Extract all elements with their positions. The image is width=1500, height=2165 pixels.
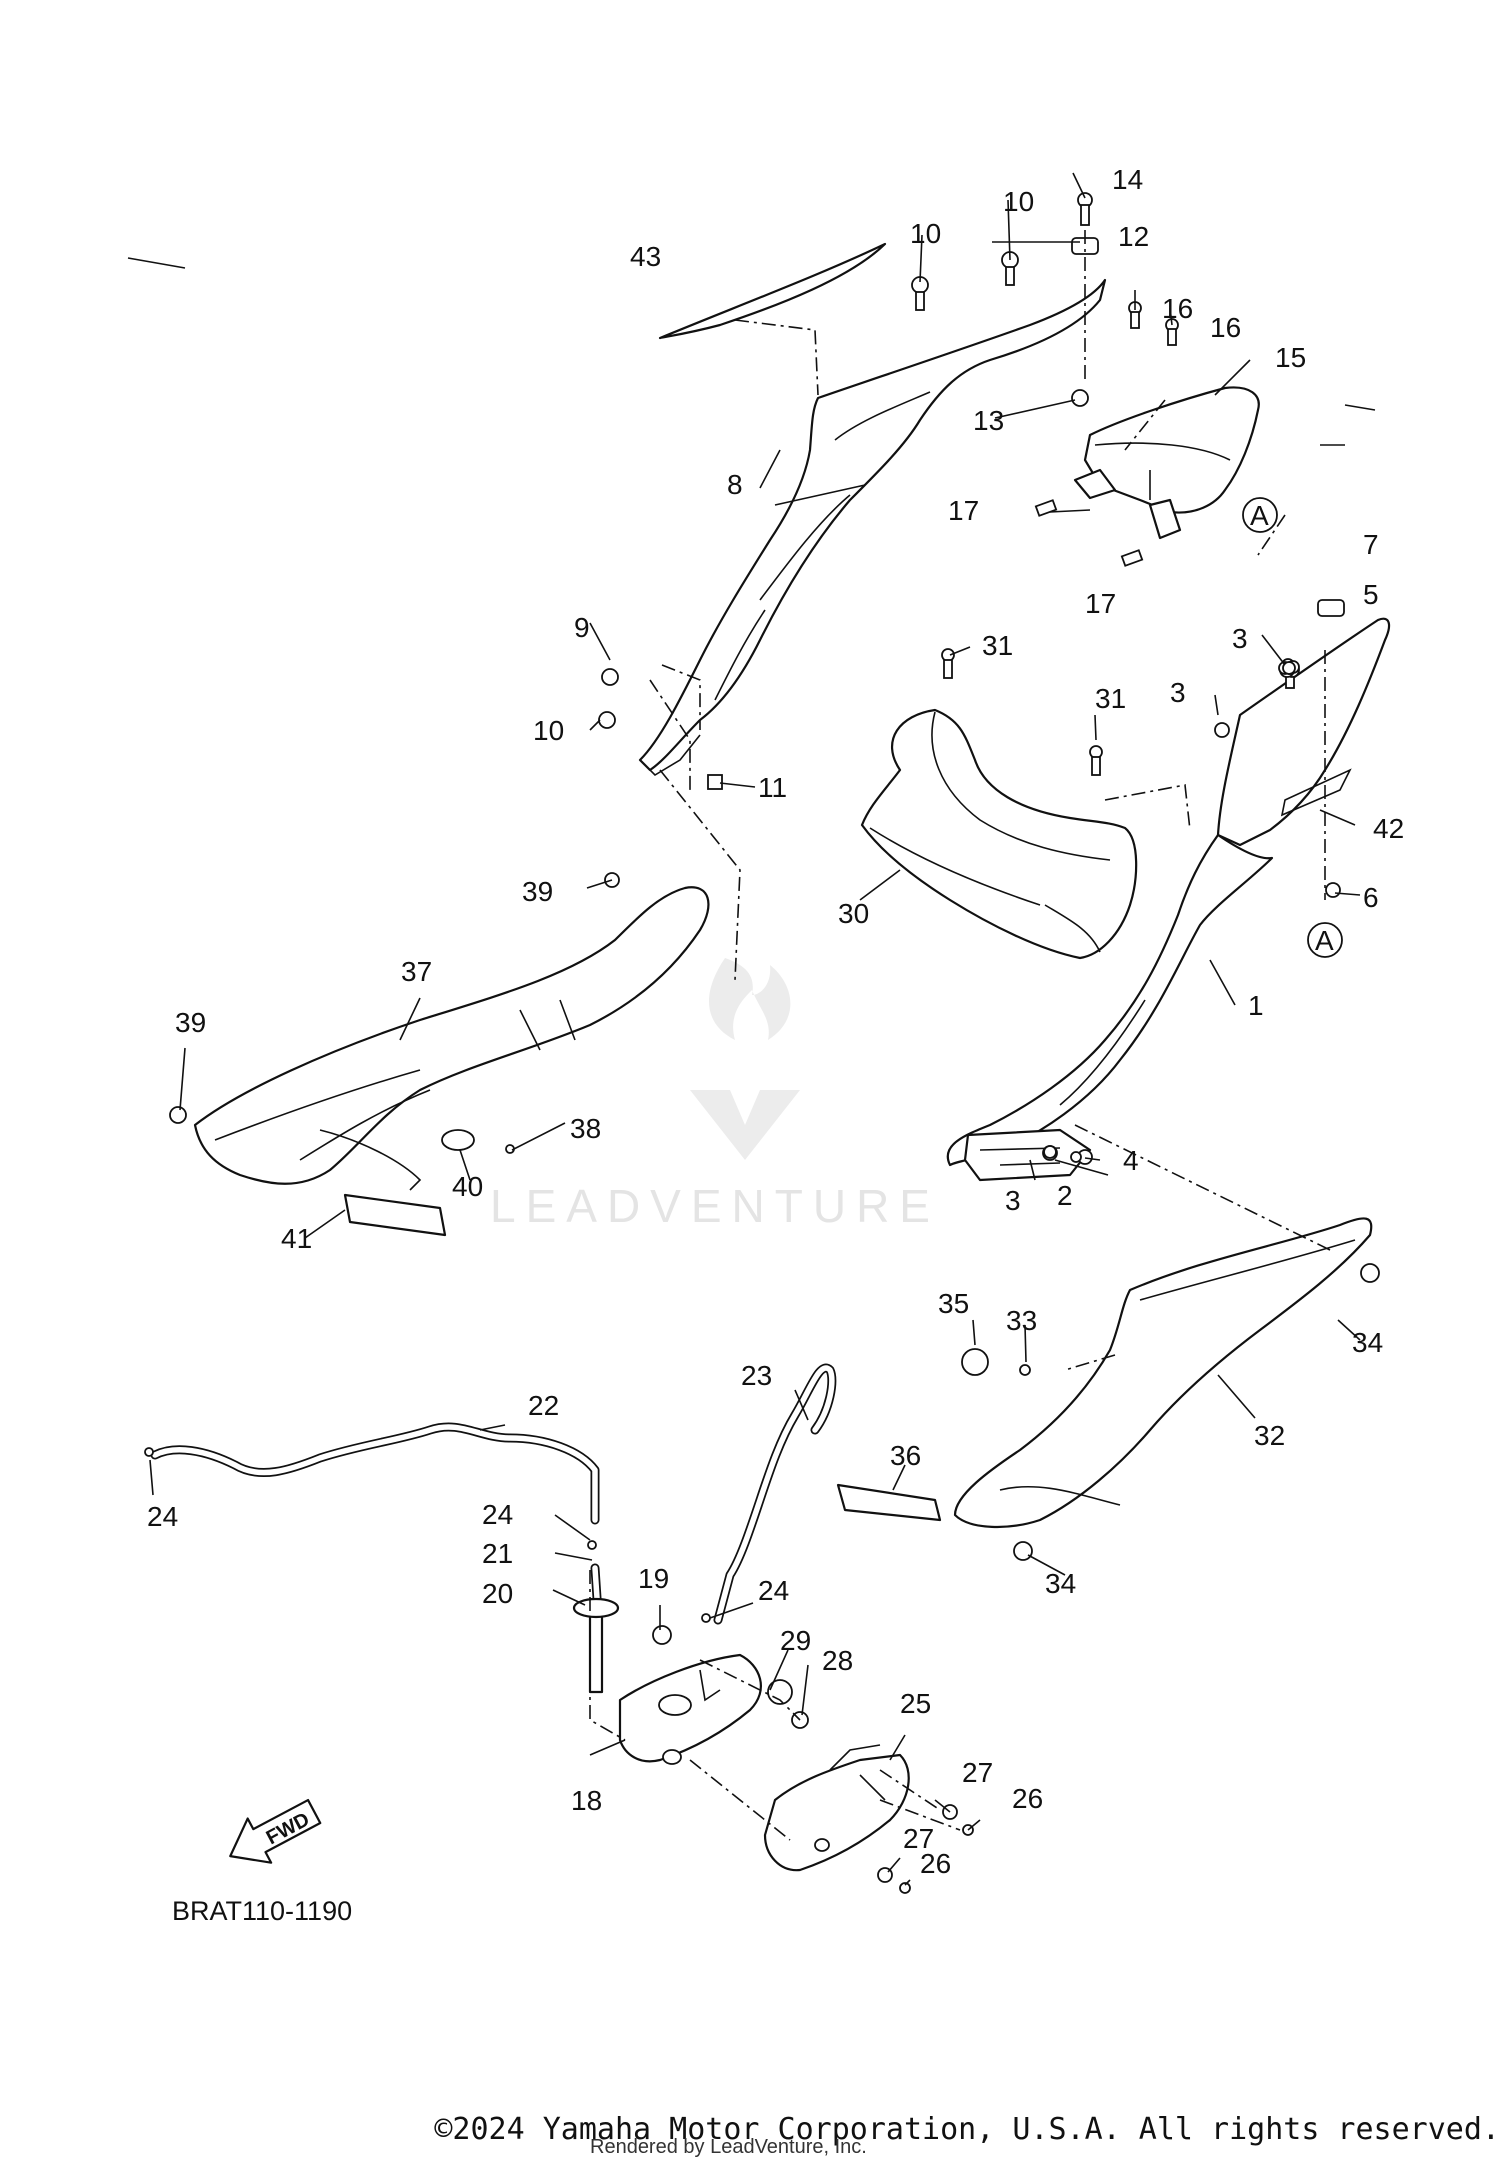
callout-16: 16 bbox=[1162, 293, 1193, 324]
callout-2: 2 bbox=[1057, 1180, 1073, 1211]
fasteners bbox=[144, 192, 1380, 1894]
callout-27: 27 bbox=[903, 1823, 934, 1854]
part-8-rear-cowl bbox=[638, 278, 1107, 772]
callout-12: 12 bbox=[1118, 221, 1149, 252]
reference-marker-a-lower: A bbox=[1307, 922, 1343, 958]
reference-marker-a-upper: A bbox=[1242, 497, 1278, 533]
callout-17: 17 bbox=[1085, 588, 1116, 619]
callout-10: 10 bbox=[910, 218, 941, 249]
part-37-side-fairing bbox=[193, 886, 710, 1185]
callout-32: 32 bbox=[1254, 1420, 1285, 1451]
callouts: 1 2 3 3 3 4 5 6 7 8 9 10 10 10 11 12 13 … bbox=[147, 164, 1404, 1879]
callout-3: 3 bbox=[1170, 677, 1186, 708]
callout-23: 23 bbox=[741, 1360, 772, 1391]
callout-22: 22 bbox=[528, 1390, 559, 1421]
callout-26: 26 bbox=[920, 1848, 951, 1879]
callout-13: 13 bbox=[973, 405, 1004, 436]
callout-35: 35 bbox=[938, 1288, 969, 1319]
callout-31: 31 bbox=[1095, 683, 1126, 714]
callout-3: 3 bbox=[1232, 623, 1248, 654]
callout-34: 34 bbox=[1352, 1327, 1383, 1358]
callout-26: 26 bbox=[1012, 1783, 1043, 1814]
callout-30: 30 bbox=[838, 898, 869, 929]
callout-25: 25 bbox=[900, 1688, 931, 1719]
callout-41: 41 bbox=[281, 1223, 312, 1254]
callout-8: 8 bbox=[727, 469, 743, 500]
watermark-logo bbox=[690, 958, 800, 1160]
copyright-text: ©2024 Yamaha Motor Corporation, U.S.A. A… bbox=[434, 2112, 1500, 2147]
callout-21: 21 bbox=[482, 1538, 513, 1569]
callout-33: 33 bbox=[1006, 1305, 1037, 1336]
callout-27: 27 bbox=[962, 1757, 993, 1788]
part-30-front-cover bbox=[860, 708, 1138, 960]
callout-10: 10 bbox=[1003, 186, 1034, 217]
callout-4: 4 bbox=[1123, 1145, 1139, 1176]
callout-17: 17 bbox=[948, 495, 979, 526]
callout-42: 42 bbox=[1373, 813, 1404, 844]
part-15-seat-cowl bbox=[1083, 386, 1260, 514]
callout-3: 3 bbox=[1005, 1185, 1021, 1216]
callout-15: 15 bbox=[1275, 342, 1306, 373]
part-41-pad bbox=[343, 1193, 447, 1237]
callout-16: 16 bbox=[1210, 312, 1241, 343]
diagram-code: BRAT110-1190 bbox=[172, 1896, 353, 1926]
callout-28: 28 bbox=[822, 1645, 853, 1676]
callout-18: 18 bbox=[571, 1785, 602, 1816]
fwd-arrow: FWD bbox=[229, 1798, 322, 1864]
part-20-drain bbox=[588, 1610, 604, 1694]
part-42-side-panel bbox=[1216, 617, 1391, 847]
part-43-decal bbox=[658, 242, 887, 340]
callout-24: 24 bbox=[147, 1501, 178, 1532]
svg-text:A: A bbox=[1315, 925, 1334, 956]
callout-36: 36 bbox=[890, 1440, 921, 1471]
callout-38: 38 bbox=[570, 1113, 601, 1144]
callout-40: 40 bbox=[452, 1171, 483, 1202]
render-credit: Rendered by LeadVenture, Inc. bbox=[590, 2136, 867, 2158]
callout-9: 9 bbox=[574, 612, 590, 643]
callout-20: 20 bbox=[482, 1578, 513, 1609]
callout-6: 6 bbox=[1363, 882, 1379, 913]
callout-10: 10 bbox=[533, 715, 564, 746]
part-32-lower-cover bbox=[953, 1217, 1373, 1528]
callout-14: 14 bbox=[1112, 164, 1143, 195]
callout-29: 29 bbox=[780, 1625, 811, 1656]
callout-37: 37 bbox=[401, 956, 432, 987]
callout-19: 19 bbox=[638, 1563, 669, 1594]
callout-11: 11 bbox=[758, 772, 787, 803]
leader-lines bbox=[127, 172, 1376, 1886]
callout-1: 1 bbox=[1248, 990, 1264, 1021]
callout-39: 39 bbox=[175, 1007, 206, 1038]
part-25-cover bbox=[763, 1753, 910, 1872]
part-36-pad bbox=[836, 1483, 942, 1522]
watermark-text: LEADVENTURE bbox=[490, 1180, 940, 1232]
callout-34: 34 bbox=[1045, 1568, 1076, 1599]
callout-24: 24 bbox=[758, 1575, 789, 1606]
callout-31: 31 bbox=[982, 630, 1013, 661]
svg-text:A: A bbox=[1250, 500, 1269, 531]
callout-43: 43 bbox=[630, 241, 661, 272]
callout-5: 5 bbox=[1363, 579, 1379, 610]
callout-7: 7 bbox=[1363, 529, 1379, 560]
callout-24: 24 bbox=[482, 1499, 513, 1530]
callout-39: 39 bbox=[522, 876, 553, 907]
